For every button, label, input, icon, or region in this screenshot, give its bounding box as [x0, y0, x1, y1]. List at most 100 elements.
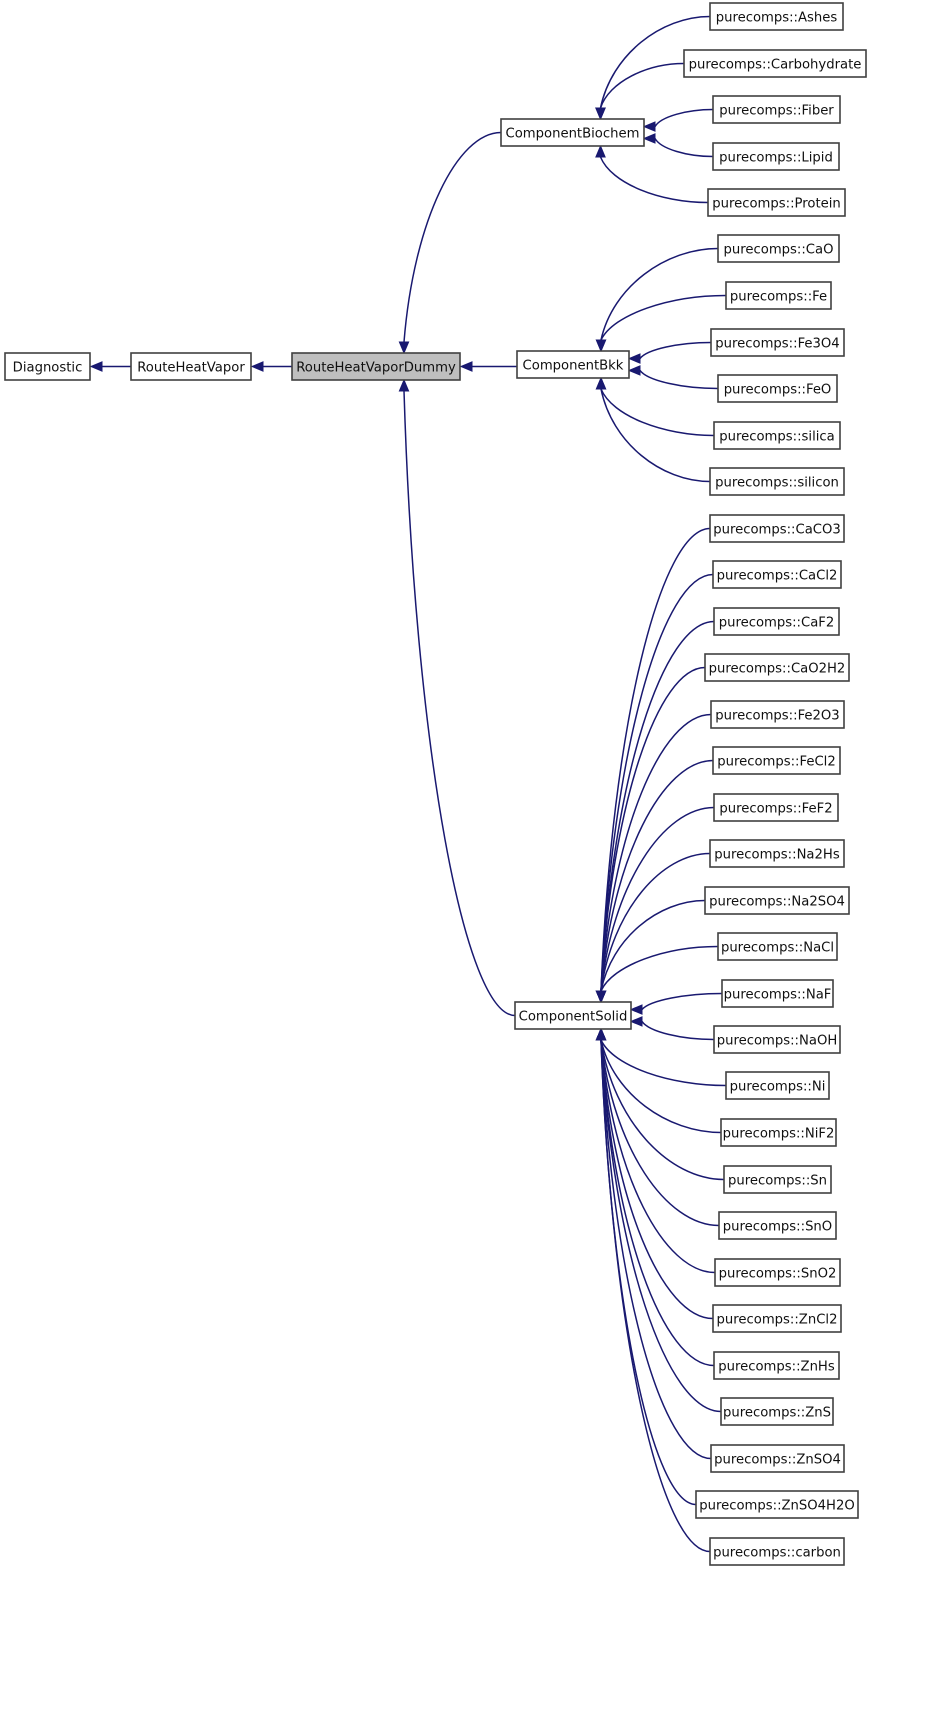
class-node-box[interactable] [709, 2, 844, 31]
class-node-box[interactable] [710, 700, 845, 729]
class-node-naf[interactable]: purecomps::NaF [721, 979, 834, 1008]
class-node-routeheatvapor[interactable]: RouteHeatVapor [130, 352, 252, 381]
class-node-na2so4[interactable]: purecomps::Na2SO4 [704, 886, 850, 915]
class-node-nacl[interactable]: purecomps::NaCl [717, 932, 838, 961]
class-node-feo[interactable]: purecomps::FeO [717, 374, 838, 403]
class-node-box[interactable] [712, 142, 840, 171]
inheritance-edge [595, 376, 715, 437]
class-node-box[interactable] [712, 1304, 842, 1333]
class-node-lipid[interactable]: purecomps::Lipid [712, 142, 840, 171]
class-node-label: purecomps::Na2SO4 [709, 895, 845, 910]
class-node-routeheatvapordummy[interactable]: RouteHeatVaporDummy [291, 352, 461, 381]
class-node-label: purecomps::SnO2 [719, 1267, 837, 1282]
inheritance-edge [398, 378, 516, 1017]
inheritance-edge [398, 131, 502, 355]
class-node-label: purecomps::CaCl2 [717, 569, 838, 584]
class-node-box[interactable] [712, 746, 841, 775]
class-node-caco3[interactable]: purecomps::CaCO3 [709, 514, 845, 543]
class-node-box[interactable] [516, 350, 630, 379]
class-node-silicon[interactable]: purecomps::silicon [709, 467, 845, 496]
inheritance-edge [89, 361, 131, 372]
class-node-protein[interactable]: purecomps::Protein [707, 188, 846, 217]
class-node-label: purecomps::Carbohydrate [689, 58, 862, 73]
class-node-sno[interactable]: purecomps::SnO [718, 1211, 837, 1240]
class-node-ashes[interactable]: purecomps::Ashes [709, 2, 844, 31]
class-node-box[interactable] [713, 607, 840, 636]
class-node-label: purecomps::silicon [715, 476, 839, 491]
class-node-fef2[interactable]: purecomps::FeF2 [713, 793, 839, 822]
class-node-fe3o4[interactable]: purecomps::Fe3O4 [710, 328, 845, 357]
class-node-znso4[interactable]: purecomps::ZnSO4 [710, 1444, 845, 1473]
class-node-box[interactable] [709, 467, 845, 496]
class-node-caf2[interactable]: purecomps::CaF2 [713, 607, 840, 636]
class-node-box[interactable] [710, 1444, 845, 1473]
class-node-box[interactable] [718, 1211, 837, 1240]
class-node-label: purecomps::FeCl2 [717, 755, 836, 770]
class-node-na2hs[interactable]: purecomps::Na2Hs [709, 839, 845, 868]
class-node-cao[interactable]: purecomps::CaO [717, 234, 840, 263]
class-node-label: purecomps::ZnHs [718, 1360, 835, 1375]
class-node-zncl2[interactable]: purecomps::ZnCl2 [712, 1304, 842, 1333]
class-node-fecl2[interactable]: purecomps::FeCl2 [712, 746, 841, 775]
class-node-box[interactable] [291, 352, 461, 381]
class-node-cao2h2[interactable]: purecomps::CaO2H2 [704, 653, 850, 682]
class-node-box[interactable] [500, 118, 645, 147]
class-node-box[interactable] [130, 352, 252, 381]
class-node-box[interactable] [721, 979, 834, 1008]
class-node-label: purecomps::ZnS [723, 1406, 831, 1421]
class-node-fe2o3[interactable]: purecomps::Fe2O3 [710, 700, 845, 729]
class-node-box[interactable] [720, 1118, 837, 1147]
class-node-box[interactable] [709, 514, 845, 543]
class-node-componentbkk[interactable]: ComponentBkk [516, 350, 630, 379]
class-node-cacl2[interactable]: purecomps::CaCl2 [712, 560, 842, 589]
class-node-box[interactable] [695, 1490, 859, 1519]
class-node-label: purecomps::CaCO3 [713, 523, 841, 538]
class-node-fiber[interactable]: purecomps::Fiber [712, 95, 841, 124]
class-node-box[interactable] [683, 49, 867, 78]
class-node-zns[interactable]: purecomps::ZnS [720, 1397, 834, 1426]
class-node-box[interactable] [704, 886, 850, 915]
class-node-box[interactable] [709, 839, 845, 868]
class-node-znhs[interactable]: purecomps::ZnHs [713, 1351, 840, 1380]
class-node-sno2[interactable]: purecomps::SnO2 [714, 1258, 841, 1287]
class-node-silica[interactable]: purecomps::silica [713, 421, 841, 450]
class-node-box[interactable] [723, 1165, 832, 1194]
class-node-box[interactable] [713, 1351, 840, 1380]
class-node-box[interactable] [725, 1071, 830, 1100]
class-node-label: purecomps::Ashes [716, 11, 838, 26]
class-node-componentsolid[interactable]: ComponentSolid [514, 1001, 632, 1030]
class-node-znso4h2o[interactable]: purecomps::ZnSO4H2O [695, 1490, 859, 1519]
class-node-box[interactable] [713, 1025, 841, 1054]
class-node-label: purecomps::Protein [712, 197, 841, 212]
class-node-box[interactable] [709, 1537, 845, 1566]
class-node-nif2[interactable]: purecomps::NiF2 [720, 1118, 837, 1147]
class-node-ni[interactable]: purecomps::Ni [725, 1071, 830, 1100]
class-node-box[interactable] [713, 793, 839, 822]
class-node-box[interactable] [712, 95, 841, 124]
class-node-diagnostic[interactable]: Diagnostic [4, 352, 91, 381]
class-node-box[interactable] [717, 374, 838, 403]
class-node-naoh[interactable]: purecomps::NaOH [713, 1025, 841, 1054]
class-node-box[interactable] [714, 1258, 841, 1287]
class-node-label: purecomps::FeF2 [719, 802, 832, 817]
inheritance-edge [642, 108, 714, 132]
class-node-carbohydrate[interactable]: purecomps::Carbohydrate [683, 49, 867, 78]
class-node-box[interactable] [720, 1397, 834, 1426]
class-node-box[interactable] [710, 328, 845, 357]
class-node-sn[interactable]: purecomps::Sn [723, 1165, 832, 1194]
class-node-box[interactable] [717, 932, 838, 961]
class-node-componentbiochem[interactable]: ComponentBiochem [500, 118, 645, 147]
class-node-carbon[interactable]: purecomps::carbon [709, 1537, 845, 1566]
inheritance-edge [595, 1027, 711, 1553]
class-node-box[interactable] [712, 560, 842, 589]
class-node-box[interactable] [725, 281, 832, 310]
class-node-fe[interactable]: purecomps::Fe [725, 281, 832, 310]
class-node-box[interactable] [704, 653, 850, 682]
class-node-box[interactable] [717, 234, 840, 263]
class-node-label: ComponentSolid [519, 1010, 628, 1025]
class-node-box[interactable] [713, 421, 841, 450]
class-node-label: purecomps::Na2Hs [714, 848, 840, 863]
class-node-box[interactable] [707, 188, 846, 217]
class-node-box[interactable] [4, 352, 91, 381]
class-node-box[interactable] [514, 1001, 632, 1030]
